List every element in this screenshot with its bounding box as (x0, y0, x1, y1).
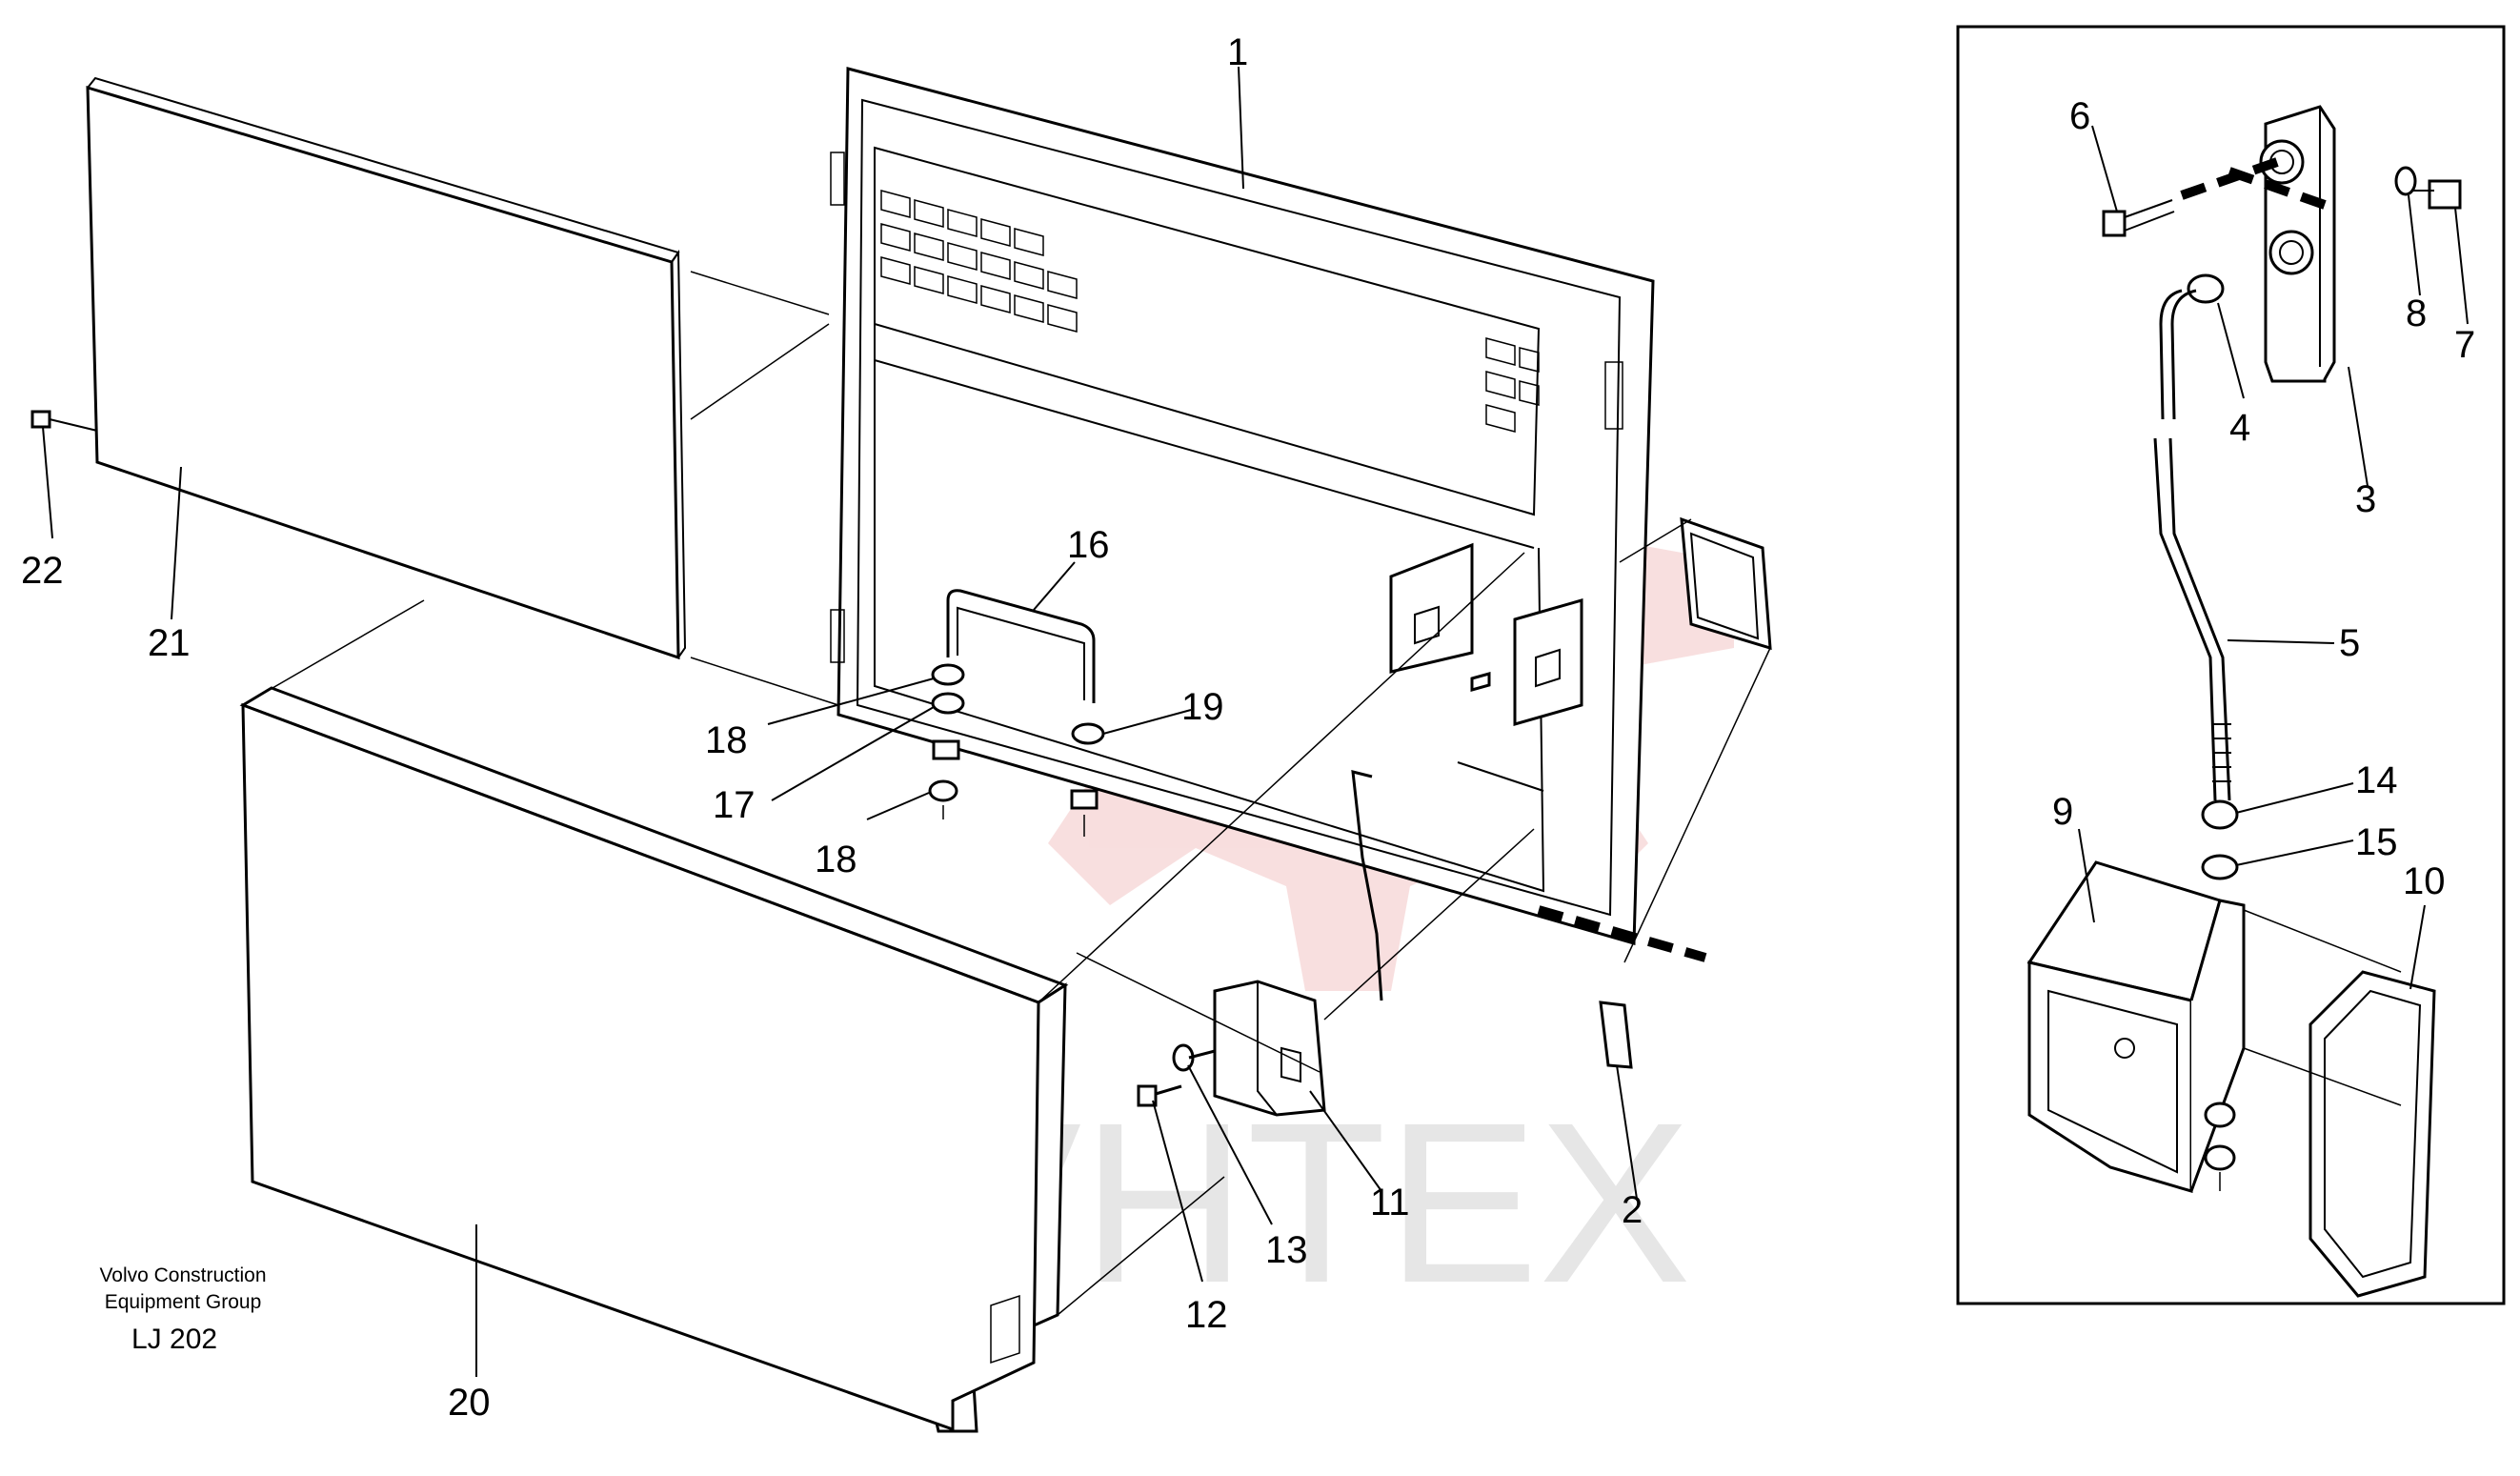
callout-18-upper: 18 (705, 719, 748, 761)
callout-17: 17 (713, 784, 756, 826)
callout-8: 8 (2406, 293, 2427, 334)
callout-1: 1 (1227, 31, 1248, 73)
part-20-insulation-panel (239, 686, 1069, 1433)
callout-15: 15 (2355, 821, 2398, 863)
callout-3: 3 (2355, 478, 2376, 520)
drawing-code: LJ 202 (131, 1324, 217, 1355)
callout-21: 21 (148, 622, 191, 664)
part-washers-nuts (928, 663, 1105, 837)
part-latch-brackets (1389, 542, 1583, 726)
callout-13: 13 (1265, 1229, 1308, 1271)
footer-line-1: Volvo Construction (99, 1264, 266, 1286)
callout-7: 7 (2454, 324, 2475, 366)
footer-credit: Volvo Construction Equipment Group LJ 20… (99, 1264, 266, 1355)
callout-14: 14 (2355, 759, 2398, 801)
part-22-screw (30, 410, 98, 432)
detail-inset-frame (1956, 25, 2506, 1305)
callout-6: 6 (2069, 95, 2090, 137)
assembly-guide-lines (242, 271, 1771, 1316)
callout-12: 12 (1185, 1294, 1228, 1336)
part-1-door-frame (830, 67, 1655, 945)
callout-numbers: 1 2 3 4 5 6 7 8 9 10 11 12 13 14 15 16 1… (21, 31, 2475, 1424)
part-16-handle (946, 589, 1096, 703)
callout-4: 4 (2229, 407, 2250, 449)
callout-leader-lines (42, 66, 2469, 1377)
callout-22: 22 (21, 550, 64, 592)
callout-11: 11 (1370, 1182, 1410, 1223)
part-12-13-screw-washer (1137, 1043, 1216, 1107)
footer-line-2: Equipment Group (105, 1291, 262, 1313)
callout-16: 16 (1067, 524, 1110, 566)
callout-20: 20 (448, 1382, 491, 1424)
callout-2: 2 (1622, 1189, 1643, 1231)
part-2-pad (1537, 905, 1707, 1069)
part-21-side-panel (86, 76, 687, 660)
callout-5: 5 (2339, 622, 2360, 664)
callout-9: 9 (2052, 791, 2073, 833)
inset-parts (2026, 105, 2462, 1298)
callout-19: 19 (1181, 686, 1224, 728)
part-rod (1351, 770, 1383, 1001)
callout-18-lower: 18 (815, 839, 857, 880)
callout-10: 10 (2403, 860, 2446, 902)
